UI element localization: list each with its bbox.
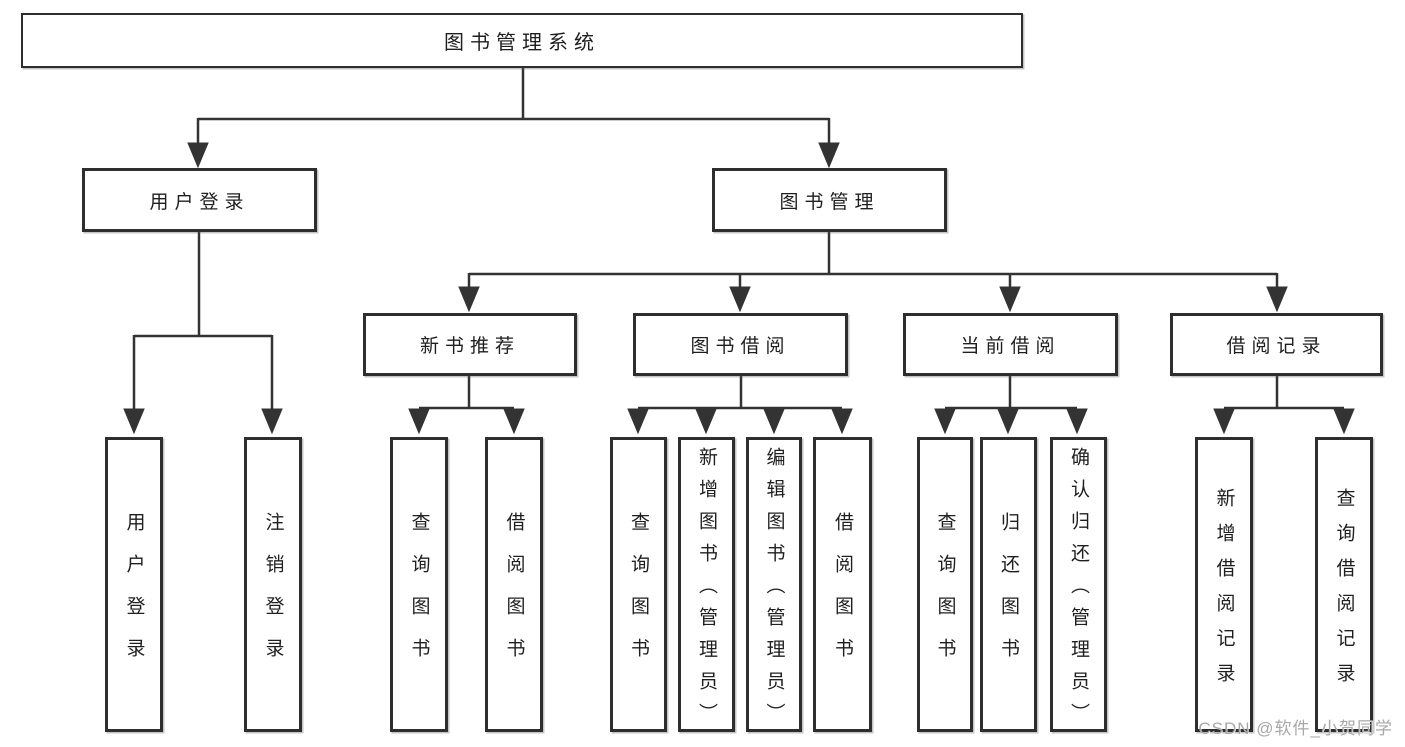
connector-root-split: [187, 68, 840, 169]
node-label: 当前借阅: [960, 336, 1061, 357]
node-leaf-record-add-record: 新增借阅记录: [1195, 437, 1253, 732]
node-leaf-borrow-query-books: 查询图书: [610, 437, 667, 732]
node-label: 查询借阅记录: [1333, 487, 1355, 698]
connector-current-borrow-split: [934, 376, 1088, 435]
node-label: 借阅记录: [1226, 336, 1327, 357]
node-label: 图书管理: [779, 191, 880, 213]
node-label: 借阅图书: [832, 512, 853, 680]
node-leaf-borrow-borrow-books: 借阅图书: [813, 437, 872, 732]
node-leaf-borrow-edit-books: 编辑图书（管理员）: [746, 437, 802, 735]
node-current-borrow: 当前借阅: [903, 313, 1118, 376]
node-leaf-logout: 注销登录: [244, 437, 302, 732]
node-leaf-current-return-books: 归还图书: [980, 437, 1037, 732]
node-label: 确认归还（管理员）: [1068, 447, 1089, 735]
connector-borrow-record-split: [1213, 376, 1355, 435]
watermark: CSDN @软件_小贺同学: [1198, 719, 1393, 738]
node-label: 新增图书（管理员）: [696, 447, 717, 735]
node-label: 图书借阅: [690, 336, 791, 357]
node-leaf-current-query-books: 查询图书: [917, 437, 973, 732]
node-label: 查询图书: [628, 512, 649, 680]
node-leaf-user-login: 用户登录: [105, 437, 163, 732]
node-new-book-recommend: 新书推荐: [363, 313, 577, 376]
node-label: 新书推荐: [419, 336, 520, 357]
node-label: 用户登录: [123, 512, 145, 680]
node-library-system: 图书管理系统: [21, 13, 1023, 68]
node-leaf-borrow-add-books: 新增图书（管理员）: [678, 437, 735, 735]
node-label: 借阅图书: [503, 512, 525, 680]
node-leaf-record-query-record: 查询借阅记录: [1315, 437, 1373, 732]
node-label: 查询图书: [934, 512, 956, 680]
node-leaf-rec-borrow-books: 借阅图书: [485, 437, 543, 732]
connector-book-management-split: [458, 232, 1288, 313]
connector-book-borrow-split: [627, 376, 853, 435]
connector-new-book-recommend-split: [408, 376, 525, 435]
node-label: 新增借阅记录: [1213, 487, 1235, 698]
node-borrow-record: 借阅记录: [1170, 313, 1383, 376]
connector-user-login-split: [123, 232, 283, 435]
node-label: 用户登录: [149, 191, 250, 213]
node-label: 编辑图书（管理员）: [763, 447, 785, 735]
node-label: 注销登录: [262, 512, 284, 680]
node-book-borrow: 图书借阅: [633, 313, 848, 376]
node-label: 归还图书: [998, 512, 1019, 680]
node-leaf-rec-query-books: 查询图书: [390, 437, 448, 732]
node-label: 查询图书: [408, 512, 430, 680]
node-label: 图书管理系统: [444, 32, 600, 54]
node-user-login: 用户登录: [82, 168, 317, 232]
node-book-management: 图书管理: [712, 168, 947, 232]
node-leaf-current-confirm-return: 确认归还（管理员）: [1050, 437, 1107, 735]
